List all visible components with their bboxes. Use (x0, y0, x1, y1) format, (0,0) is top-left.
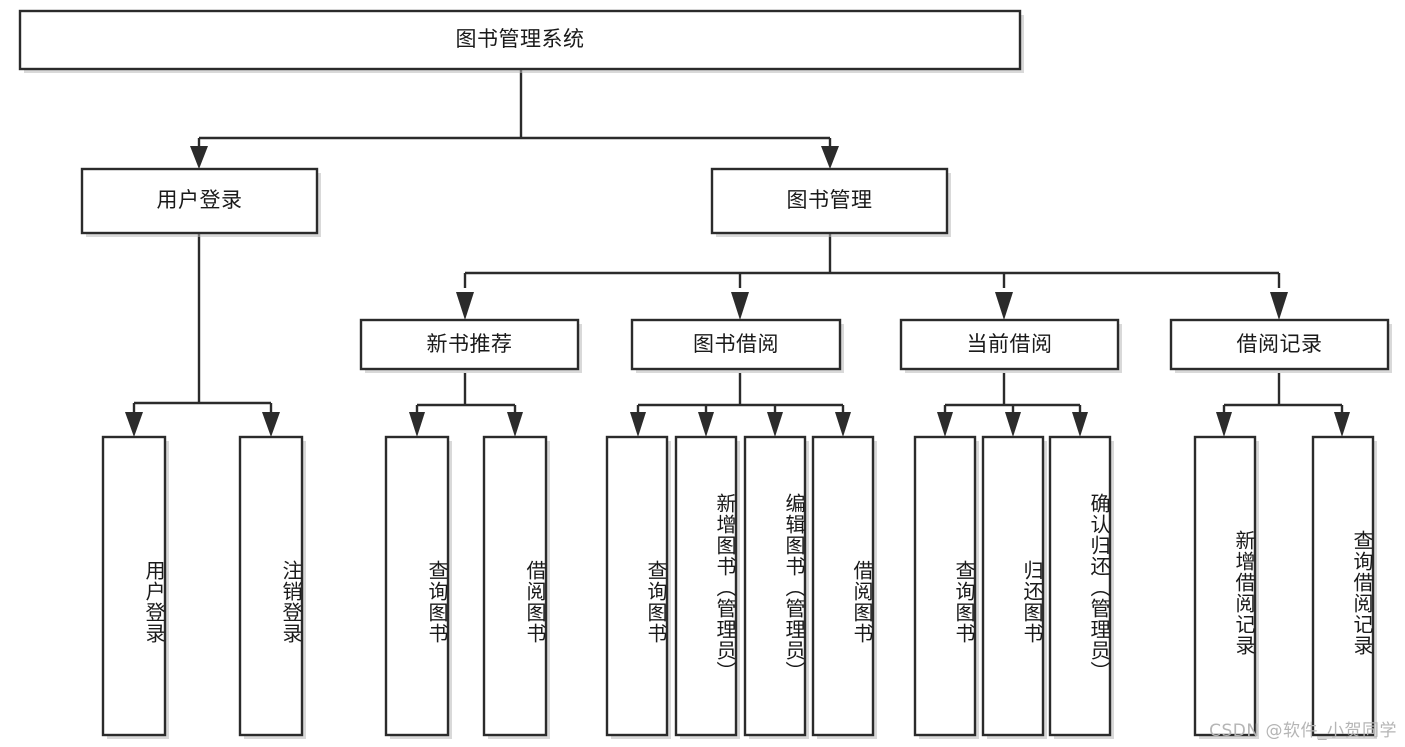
arrow-leaf-return-book (1005, 412, 1021, 437)
node-box-borrow-record[interactable] (1169, 318, 1390, 371)
node-box-new-book-recommend[interactable] (359, 318, 580, 371)
node-box-leaf-bb-query[interactable] (605, 435, 669, 737)
arrow-leaf-edit-book (767, 412, 783, 437)
node-box-leaf-user-login[interactable] (101, 435, 167, 737)
node-box-leaf-cb-confirm[interactable] (1048, 435, 1112, 737)
node-box-leaf-logout[interactable] (238, 435, 304, 737)
watermark-text: CSDN @软件_小贺同学 (1209, 721, 1397, 741)
node-layer (18, 9, 1392, 739)
arrow-leaf-user-login (125, 412, 143, 437)
node-box-leaf-br-query[interactable] (1311, 435, 1375, 737)
arrow-leaf-borrow-book-1 (507, 412, 523, 437)
arrow-leaf-query-book-1 (409, 412, 425, 437)
node-box-root[interactable] (18, 9, 1022, 71)
node-box-book-borrow[interactable] (630, 318, 842, 371)
arrow-new-book (456, 292, 474, 320)
arrow-leaf-query-book-3 (937, 412, 953, 437)
node-box-leaf-bb-edit[interactable] (743, 435, 807, 737)
node-box-leaf-cb-return[interactable] (981, 435, 1045, 737)
arrow-leaf-query-book-2 (630, 412, 646, 437)
arrow-book-manage (821, 146, 839, 169)
node-box-leaf-bb-add[interactable] (674, 435, 738, 737)
node-box-book-manage[interactable] (710, 167, 949, 235)
node-box-leaf-bb-borrow[interactable] (811, 435, 875, 737)
node-box-user-login[interactable] (80, 167, 319, 235)
arrow-user-login (190, 146, 208, 169)
arrow-leaf-query-record (1334, 412, 1350, 437)
arrow-leaf-add-book (698, 412, 714, 437)
arrow-current-borrow (995, 292, 1013, 320)
node-box-leaf-cb-query[interactable] (913, 435, 977, 737)
arrow-leaf-borrow-book-2 (835, 412, 851, 437)
arrow-book-borrow (731, 292, 749, 320)
arrow-borrow-record (1270, 292, 1288, 320)
connector-layer (125, 69, 1350, 437)
node-box-leaf-nbr-borrow[interactable] (482, 435, 548, 737)
arrow-leaf-add-record (1216, 412, 1232, 437)
arrow-leaf-logout (262, 412, 280, 437)
node-box-current-borrow[interactable] (899, 318, 1120, 371)
node-box-leaf-nbr-query[interactable] (384, 435, 450, 737)
node-box-leaf-br-add[interactable] (1193, 435, 1257, 737)
arrow-leaf-confirm-return (1072, 412, 1088, 437)
